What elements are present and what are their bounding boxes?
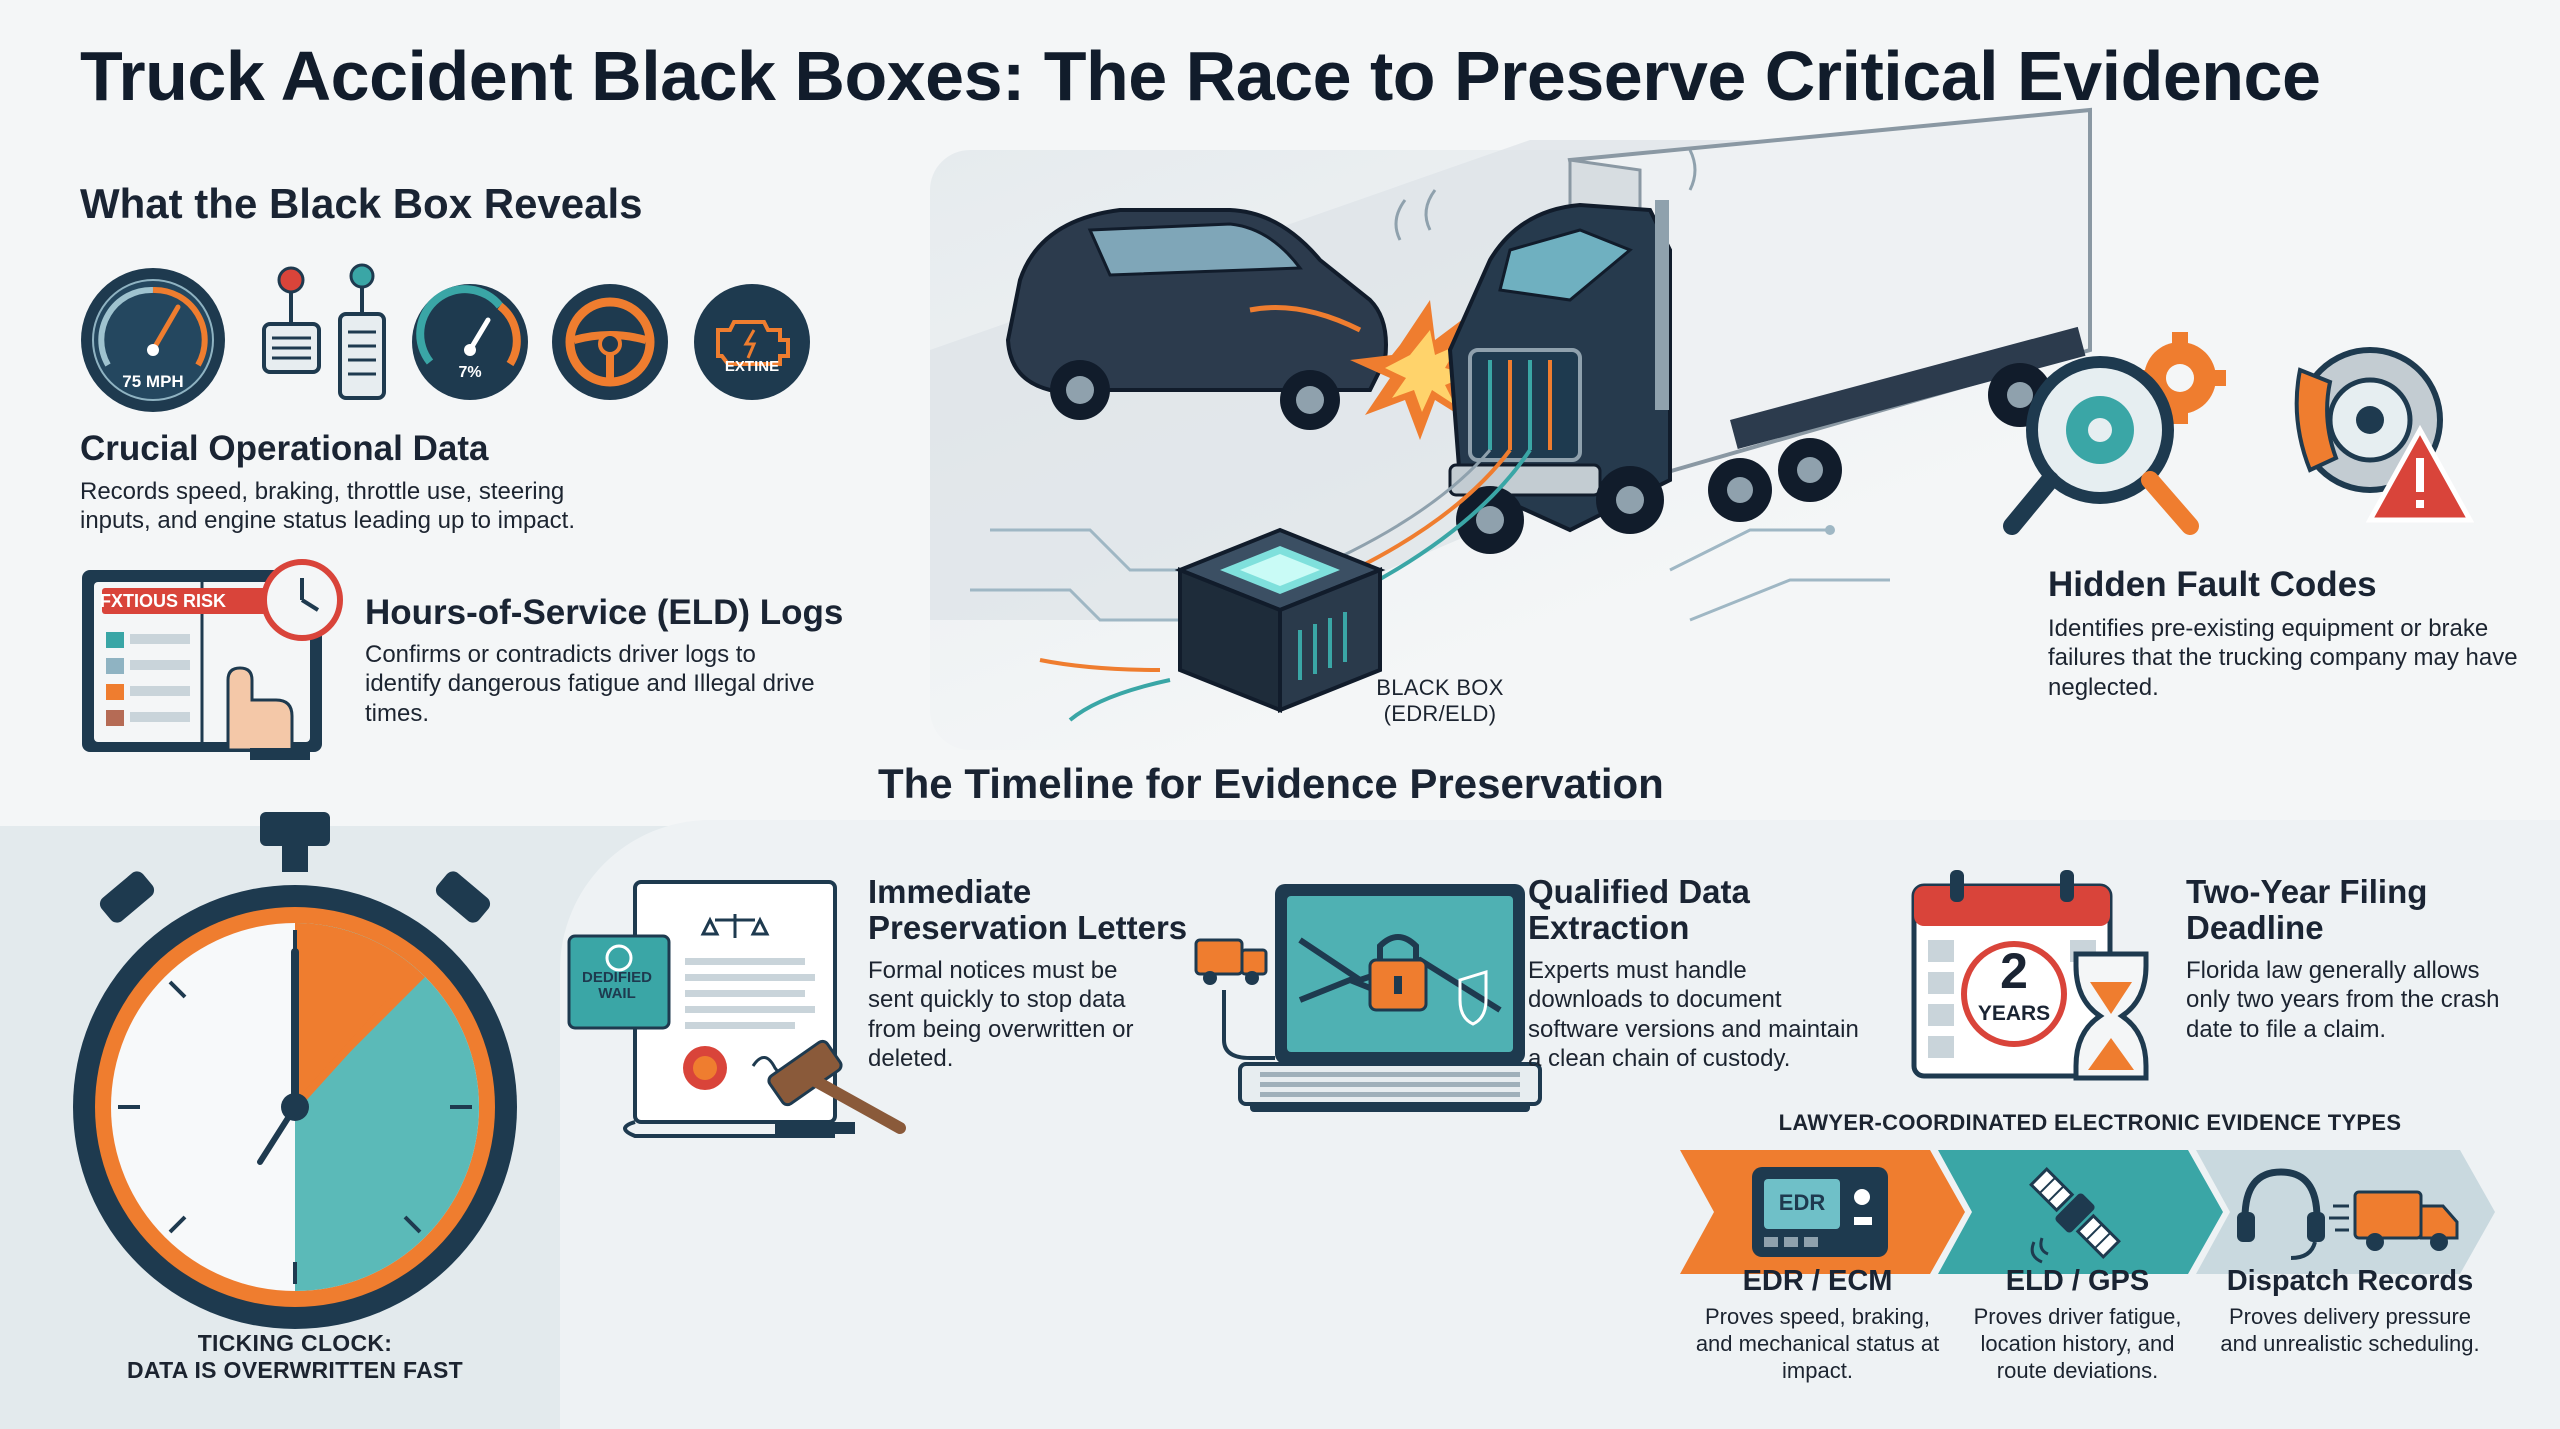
dispatch-headset-truck-icon <box>2237 1168 2459 1260</box>
evidence-type-edr-title: EDR / ECM <box>1742 1265 1893 1297</box>
evidence-types-heading: LAWYER-COORDINATED ELECTRONIC EVIDENCE T… <box>1778 1110 2402 1135</box>
pedals-icon <box>262 263 386 400</box>
fault-codes-title: Hidden Fault Codes <box>2048 565 2377 604</box>
eld-logs-text: Confirms or contradicts driver logs to i… <box>365 641 815 727</box>
evidence-type-edr-text: Proves speed, braking, and mechanical st… <box>1695 1304 1940 1383</box>
risk-badge-label: FXTIOUS RISK <box>100 591 227 611</box>
steering-wheel-icon <box>552 284 668 400</box>
calendar-unit: YEARS <box>1977 1002 2051 1025</box>
evidence-type-dispatch-text: Proves delivery pressure and unrealistic… <box>2220 1304 2480 1356</box>
eld-logs-title: Hours-of-Service (ELD) Logs <box>365 593 844 632</box>
evidence-type-eld-title: ELD / GPS <box>2005 1265 2150 1297</box>
eld-logbook-icon <box>82 559 343 760</box>
preservation-letter-icon <box>567 880 906 1138</box>
throttle-gauge-label: 7% <box>458 364 482 381</box>
black-box-label: BLACK BOX (EDR/ELD) <box>1376 675 1504 726</box>
edr-device-icon <box>1752 1167 1888 1257</box>
throttle-gauge-icon <box>412 284 528 400</box>
stopwatch-icon <box>73 812 517 1329</box>
operational-data-text: Records speed, braking, throttle use, st… <box>80 478 575 535</box>
speedometer-label: 75 MPH <box>122 372 184 391</box>
clock-caption: TICKING CLOCK: DATA IS OVERWRITTEN FAST <box>126 1330 464 1383</box>
satellite-icon <box>2029 1167 2121 1264</box>
engine-icon <box>694 284 810 400</box>
page-title: Truck Accident Black Boxes: The Race to … <box>80 37 2321 115</box>
edr-device-label: EDR <box>1778 1190 1826 1215</box>
evidence-type-dispatch-title: Dispatch Records <box>2226 1265 2474 1297</box>
reveals-heading: What the Black Box Reveals <box>80 180 643 227</box>
fault-codes-text: Identifies pre-existing equipment or bra… <box>2048 615 2518 701</box>
operational-data-title: Crucial Operational Data <box>80 429 489 468</box>
filing-deadline-calendar-icon <box>1911 870 2149 1081</box>
speedometer-icon <box>81 268 225 412</box>
calendar-number: 2 <box>2000 943 2028 999</box>
engine-icon-label: EXTINE <box>724 358 780 375</box>
timeline-heading: The Timeline for Evidence Preservation <box>878 760 1664 807</box>
preservation-letters-title: Immediate Preservation Letters <box>868 873 1188 947</box>
crash-scene-illustration <box>930 107 2092 722</box>
evidence-type-eld-text: Proves driver fatigue, location history,… <box>1973 1304 2182 1383</box>
filing-deadline-title: Two-Year Filing Deadline <box>2186 873 2428 947</box>
certified-stamp-label: DEDIFIED WAIL <box>581 969 652 1002</box>
data-extraction-title: Qualified Data Extraction <box>1528 873 1750 947</box>
preservation-letters-text: Formal notices must be sent quickly to s… <box>868 957 1134 1072</box>
fault-diagnostics-icon <box>2003 332 2475 535</box>
data-extraction-text: Experts must handle downloads to documen… <box>1528 957 1859 1072</box>
data-extraction-laptop-icon <box>1194 884 1542 1112</box>
filing-deadline-text: Florida law generally allows only two ye… <box>2186 957 2500 1043</box>
